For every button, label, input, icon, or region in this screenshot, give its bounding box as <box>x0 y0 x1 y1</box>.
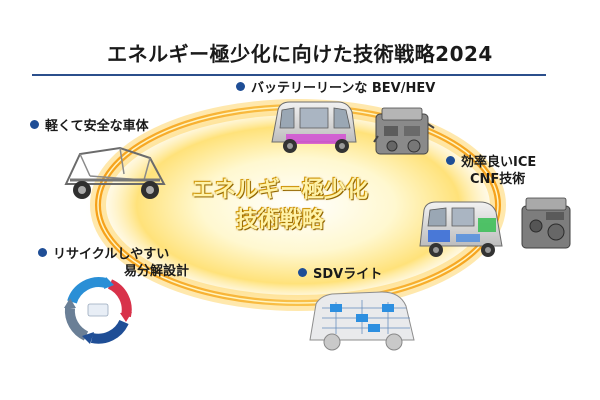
label-efficient-ice: 効率良いICE CNF技術 <box>446 154 536 188</box>
hybrid-engine-illustration <box>373 107 435 155</box>
label-sdv-text: SDVライト <box>313 267 383 282</box>
label-bev-hev-text: バッテリーリーンな BEV/HEV <box>251 81 436 96</box>
bullet-icon <box>38 248 47 257</box>
label-bev-hev: バッテリーリーンな BEV/HEV <box>236 80 435 97</box>
center-title-line1: エネルギー極少化 <box>191 178 368 203</box>
sdv-network-illustration <box>309 291 415 351</box>
label-recycle-line1: リサイクルしやすい <box>53 247 170 262</box>
ice-car-illustration <box>419 201 503 257</box>
bullet-icon <box>298 268 307 277</box>
bullet-icon <box>30 120 39 129</box>
label-recycle: リサイクルしやすい 易分解設計 <box>38 246 189 280</box>
recycle-cycle-illustration <box>64 277 132 344</box>
bullet-icon <box>446 156 455 165</box>
label-light-safe-body: 軽くて安全な車体 <box>30 118 149 135</box>
title-underline <box>32 74 546 76</box>
label-ice-line1: 効率良いICE <box>461 155 537 170</box>
label-light-safe-text: 軽くて安全な車体 <box>45 119 149 134</box>
car-chassis-illustration <box>64 146 166 199</box>
center-title: エネルギー極少化 技術戦略 <box>170 176 390 236</box>
bullet-icon <box>236 82 245 91</box>
label-sdv-light: SDVライト <box>298 266 382 283</box>
label-recycle-line2: 易分解設計 <box>124 264 190 279</box>
bev-car-illustration <box>271 101 357 153</box>
ice-engine-illustration <box>521 197 571 249</box>
label-ice-line2: CNF技術 <box>470 172 526 187</box>
page-title: エネルギー極少化に向けた技術戦略2024 <box>107 42 493 66</box>
center-title-line2: 技術戦略 <box>235 208 324 233</box>
